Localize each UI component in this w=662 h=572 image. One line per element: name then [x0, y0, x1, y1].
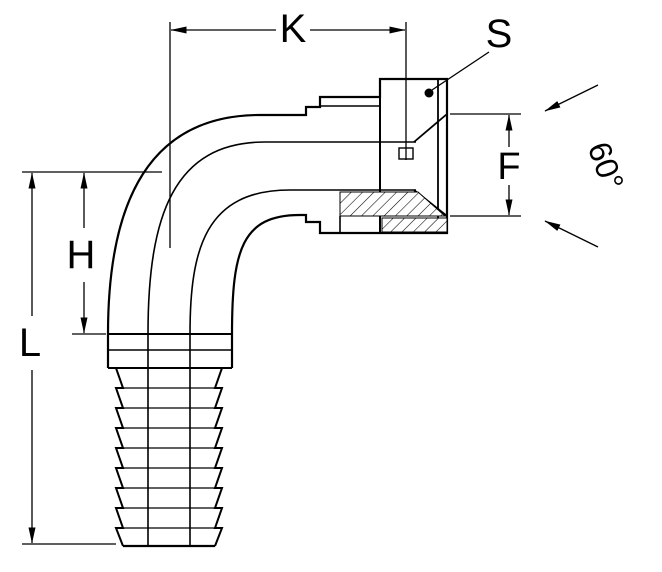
dimension-f: F — [450, 113, 521, 217]
dim-label-l: L — [19, 321, 41, 365]
elbow-outer-curve — [106, 113, 261, 335]
seat-cone-upper — [413, 113, 448, 143]
dim-label-f: F — [497, 146, 520, 188]
dimension-l: L — [19, 172, 116, 545]
body-outline — [260, 77, 449, 235]
fitting-graphic — [106, 77, 449, 548]
barb-left-edge — [114, 367, 125, 547]
elbow-inner-curve — [230, 213, 301, 335]
dim-label-h: H — [67, 233, 96, 277]
section-hatch-upper — [339, 191, 447, 217]
dimension-k: K — [169, 7, 407, 248]
angle-line-lower — [544, 220, 599, 248]
barb-ridge-lines — [123, 387, 215, 529]
angle-label: 60° — [581, 137, 631, 195]
angle-line-upper — [544, 84, 599, 112]
label-s-leader: S — [431, 12, 513, 91]
s-reference-dot — [424, 88, 434, 98]
angle-annotation: 60° — [544, 84, 631, 248]
s-leader-line — [431, 51, 490, 91]
barb-right-edge — [213, 367, 224, 547]
bore-curve-right — [189, 189, 291, 335]
section-hatch-lower — [381, 217, 448, 233]
bore-curve-left — [147, 141, 266, 335]
dimension-h: H — [22, 171, 162, 335]
dim-label-k: K — [280, 7, 307, 51]
dim-label-s: S — [486, 12, 513, 56]
